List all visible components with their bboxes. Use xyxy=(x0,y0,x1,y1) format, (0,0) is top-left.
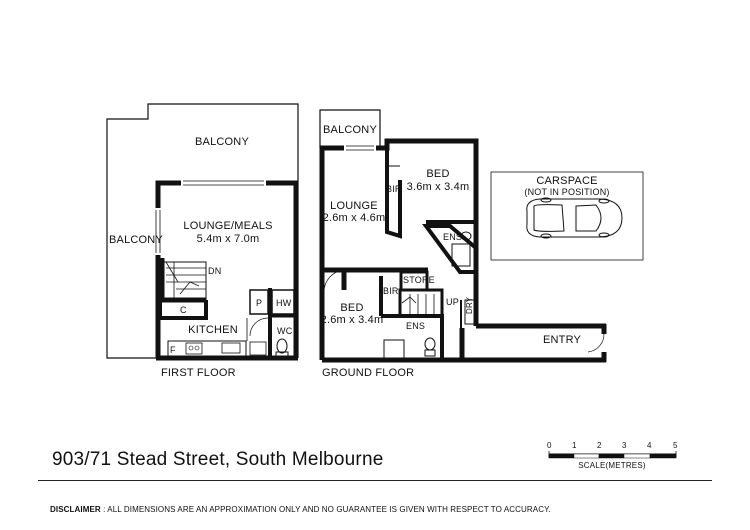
bed-bottom-label: BED xyxy=(340,302,364,314)
scale-label: SCALE(METRES) xyxy=(578,461,646,470)
carspace-note: (NOT IN POSITION) xyxy=(524,187,610,197)
bir-top-label: BIR xyxy=(386,184,402,194)
entry-label: ENTRY xyxy=(543,334,582,346)
ground-floor-balcony-label: BALCONY xyxy=(323,124,377,136)
ground-floor-outer-wall xyxy=(319,145,344,360)
first-floor-balcony-outline xyxy=(106,103,299,359)
scale-tick-5: 5 xyxy=(673,441,678,450)
fridge-label: F xyxy=(170,345,176,355)
bed-bottom-dimensions: 2.6m x 3.4m xyxy=(320,314,384,326)
lounge-meals-wall xyxy=(155,180,181,208)
wc-label: WC xyxy=(277,326,293,336)
car-icon xyxy=(526,197,623,239)
lounge-label: LOUNGE xyxy=(330,200,378,212)
stair-enclosure xyxy=(159,258,206,303)
pantry-label: P xyxy=(256,298,263,308)
first-floor-balcony-top-label: BALCONY xyxy=(195,136,249,148)
stair-up-label: UP xyxy=(446,297,459,307)
ensuite-top-label: ENS xyxy=(443,232,463,242)
ground-floor-title: GROUND FLOOR xyxy=(322,367,415,379)
scale-tick-2: 2 xyxy=(597,441,602,450)
store-label: STORE xyxy=(403,275,435,285)
ground-floor-plan xyxy=(319,109,607,363)
lounge-meals-label: LOUNGE/MEALS xyxy=(183,220,273,232)
hot-water-label: HW xyxy=(276,298,292,308)
bed-top-dimensions: 3.6m x 3.4m xyxy=(406,181,470,193)
divider xyxy=(38,480,712,481)
disclaimer: DISCLAIMER : ALL DIMENSIONS ARE AN APPRO… xyxy=(50,505,551,514)
property-address: 903/71 Stead Street, South Melbourne xyxy=(52,449,384,470)
scale-tick-4: 4 xyxy=(647,441,652,450)
scale-tick-0: 0 xyxy=(547,441,552,450)
bir-bottom-label: BIR xyxy=(383,286,399,296)
ensuite-bottom-label: ENS xyxy=(406,321,426,331)
carspace-title: CARSPACE xyxy=(536,175,598,187)
first-floor-title: FIRST FLOOR xyxy=(161,367,236,379)
kitchen-label: KITCHEN xyxy=(188,324,238,336)
lounge-dimensions: 2.6m x 4.6m xyxy=(322,212,386,224)
ground-floor-balcony-outline xyxy=(319,109,381,148)
carspace-box xyxy=(490,171,644,261)
disclaimer-lead: DISCLAIMER xyxy=(50,505,101,514)
scale-bar xyxy=(548,451,677,459)
stair-down-label: DN xyxy=(208,266,222,276)
dry-label: DRY xyxy=(465,296,474,314)
lounge-meals-dimensions: 5.4m x 7.0m xyxy=(196,233,260,245)
bed-top-label: BED xyxy=(426,168,450,180)
first-floor-plan xyxy=(106,103,299,361)
first-floor-balcony-left-label: BALCONY xyxy=(109,234,163,246)
cupboard-label: C xyxy=(180,305,187,315)
disclaimer-text: : ALL DIMENSIONS ARE AN APPROXIMATION ON… xyxy=(100,505,551,514)
scale-tick-1: 1 xyxy=(572,441,577,450)
scale-tick-3: 3 xyxy=(622,441,627,450)
